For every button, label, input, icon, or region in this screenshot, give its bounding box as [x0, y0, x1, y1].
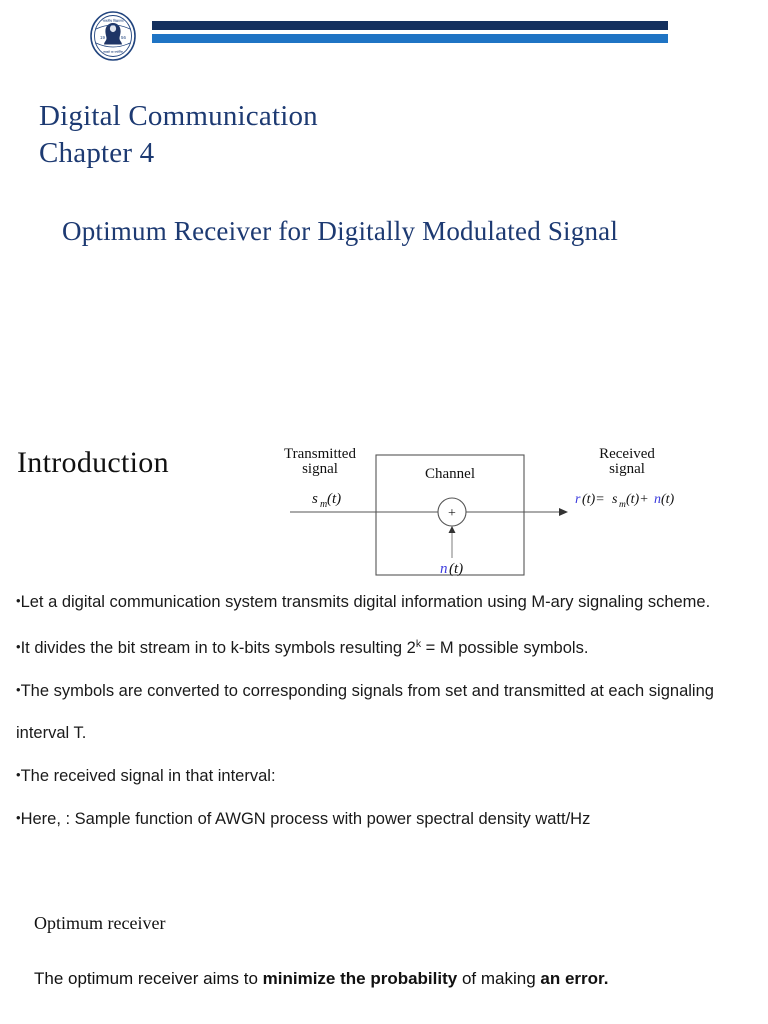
noise-expression: n (t) [440, 561, 463, 577]
statement-part-1: The optimum receiver aims to [34, 969, 263, 988]
university-seal-logo: 19 56 भारतीय विद्यालय तमसो मा ज्योतिर् [90, 11, 136, 61]
channel-box [375, 454, 525, 576]
svg-text:(t): (t) [661, 492, 675, 507]
header-rule-light [152, 34, 668, 43]
noise-arrowhead [448, 526, 456, 533]
header-rule-bars [152, 21, 668, 43]
exponent-k: k [415, 638, 422, 650]
svg-text:(t)+: (t)+ [626, 492, 649, 507]
bullet-text: Let a digital communication system trans… [20, 593, 711, 611]
title-line-1: Digital Communication [39, 100, 318, 132]
bullet-marker: • [16, 593, 21, 608]
bullet-marker: • [16, 767, 21, 782]
svg-text:(t): (t) [449, 561, 463, 577]
svg-text:56: 56 [121, 35, 126, 40]
page-subtitle: Optimum Receiver for Digitally Modulated… [62, 216, 619, 246]
svg-text:भारतीय विद्यालय: भारतीय विद्यालय [102, 18, 124, 23]
svg-text:m: m [320, 499, 327, 510]
statement-bold-2: an error. [540, 969, 609, 988]
bullet-text-before: It divides the bit stream in to k-bits s… [20, 639, 416, 657]
page-title: Digital Communication Chapter 4 [39, 98, 318, 172]
header-rule-dark [152, 21, 668, 30]
title-line-2: Chapter 4 [39, 137, 155, 169]
statement-bold-1: minimize the probability [262, 969, 458, 988]
svg-text:m: m [619, 500, 626, 510]
svg-text:n: n [654, 492, 661, 507]
transmitted-label-line1: Transmitted [284, 446, 356, 462]
bullet-item-3: •The symbols are converted to correspond… [16, 669, 764, 754]
bullet-text: The symbols are converted to correspondi… [16, 682, 714, 742]
bullet-text-after: = M possible symbols. [421, 639, 589, 657]
bullet-item-5: •Here, : Sample function of AWGN process… [16, 797, 764, 840]
svg-text:तमसो मा ज्योतिर्: तमसो मा ज्योतिर् [103, 50, 124, 54]
adder-plus-symbol: + [448, 506, 456, 521]
bullet-marker: • [16, 810, 21, 825]
bullet-item-4: •The received signal in that interval: [16, 754, 764, 797]
svg-text:s: s [312, 491, 318, 507]
received-label-line1: Received [599, 446, 655, 462]
optimum-receiver-heading: Optimum receiver [34, 913, 166, 933]
transmitted-label-line2: signal [302, 461, 338, 477]
bullet-text: Here, : Sample function of AWGN process … [20, 810, 591, 828]
transmitted-signal-expression: s m (t) [312, 491, 341, 510]
bullet-item-1: •Let a digital communication system tran… [16, 580, 764, 623]
output-arrowhead [559, 508, 568, 516]
svg-text:(t)=: (t)= [582, 492, 605, 507]
bullet-text: The received signal in that interval: [20, 767, 276, 785]
svg-text:r: r [575, 492, 581, 507]
introduction-heading: Introduction [17, 446, 169, 479]
svg-text:19: 19 [100, 35, 105, 40]
svg-text:(t): (t) [327, 491, 341, 507]
svg-text:s: s [612, 492, 618, 507]
bullet-marker: • [16, 639, 21, 654]
received-signal-expression: r (t)= s m (t)+ n (t) [575, 492, 675, 510]
channel-box-label: Channel [425, 466, 475, 482]
received-label-line2: signal [609, 461, 645, 477]
svg-text:n: n [440, 561, 448, 577]
header-band: 19 56 भारतीय विद्यालय तमसो मा ज्योतिर् [0, 0, 768, 78]
channel-block-diagram: Transmitted signal s m (t) Channel + n (… [262, 440, 710, 585]
optimum-receiver-statement: The optimum receiver aims to minimize th… [34, 966, 674, 992]
statement-part-2: of making [457, 969, 541, 988]
bullet-marker: • [16, 682, 21, 697]
optimum-receiver-section: Optimum receiver The optimum receiver ai… [34, 910, 734, 992]
bullet-list: •Let a digital communication system tran… [16, 580, 764, 840]
bullet-item-2: •It divides the bit stream in to k-bits … [16, 623, 764, 669]
